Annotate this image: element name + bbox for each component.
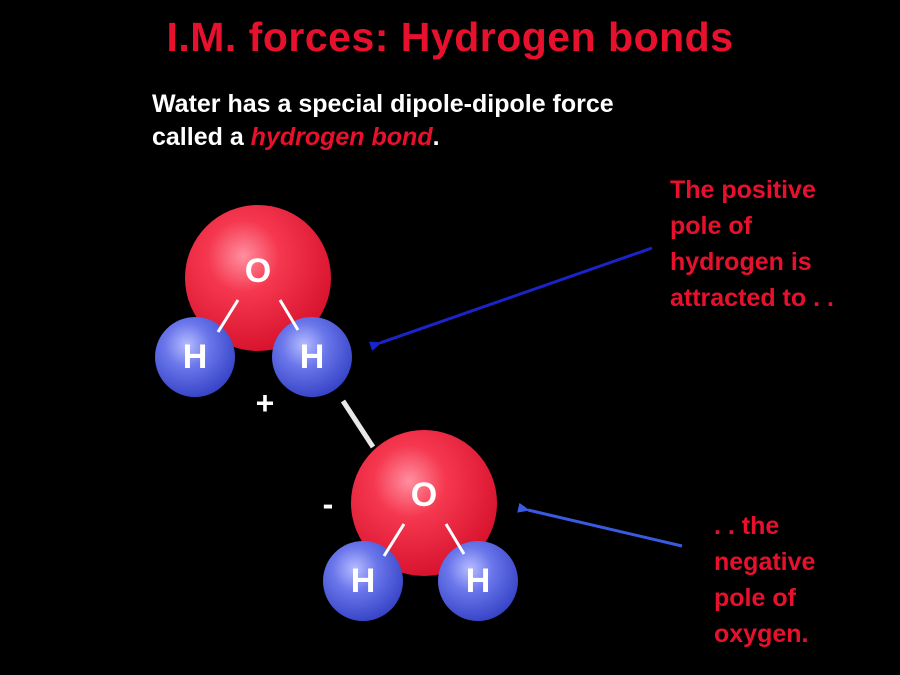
water-molecule-bottom: O H H - (323, 430, 518, 621)
intro-line-2: called a hydrogen bond. (152, 121, 752, 154)
intro-text: Water has a special dipole-dipole force … (152, 88, 752, 154)
hydrogen-atom-top-right (272, 317, 352, 397)
intro-line-1: Water has a special dipole-dipole force (152, 90, 614, 118)
hydrogen-atom-bottom-left (323, 541, 403, 621)
oxygen-atom-top (185, 205, 331, 351)
hydrogen-atom-bottom-right (438, 541, 518, 621)
oxygen-atom-bottom (351, 430, 497, 576)
oxygen-label-top: O (245, 252, 271, 290)
hydrogen-label-top-right: H (300, 338, 325, 376)
covalent-bond-top-left (216, 299, 240, 333)
negative-pole-callout: . . the negative pole of oxygen. (714, 512, 816, 648)
hydrogen-bond-term: hydrogen bond (250, 123, 433, 151)
hydrogen-label-bottom-right: H (466, 562, 491, 600)
page-title: I.M. forces: Hydrogen bonds (166, 14, 734, 60)
arrow-to-positive-hydrogen (368, 246, 653, 352)
arrow-to-negative-oxygen (517, 502, 683, 548)
covalent-bond-top-right (278, 299, 300, 331)
positive-pole-callout: The positive pole of hydrogen is attract… (670, 176, 834, 312)
intro-line-2-suffix: . (432, 123, 440, 151)
negative-charge-sign: - (323, 486, 334, 522)
hydrogen-label-top-left: H (183, 338, 208, 376)
covalent-bond-bottom-left (382, 523, 406, 557)
hydrogen-label-bottom-left: H (351, 562, 376, 600)
water-molecule-top: O H H + (155, 205, 352, 421)
hydrogen-atom-top-left (155, 317, 235, 397)
intro-line-2-prefix: called a (152, 123, 251, 151)
oxygen-label-bottom: O (411, 476, 437, 514)
hydrogen-bond-line (340, 399, 376, 449)
covalent-bond-bottom-right (444, 523, 466, 555)
positive-charge-sign: + (256, 385, 275, 421)
